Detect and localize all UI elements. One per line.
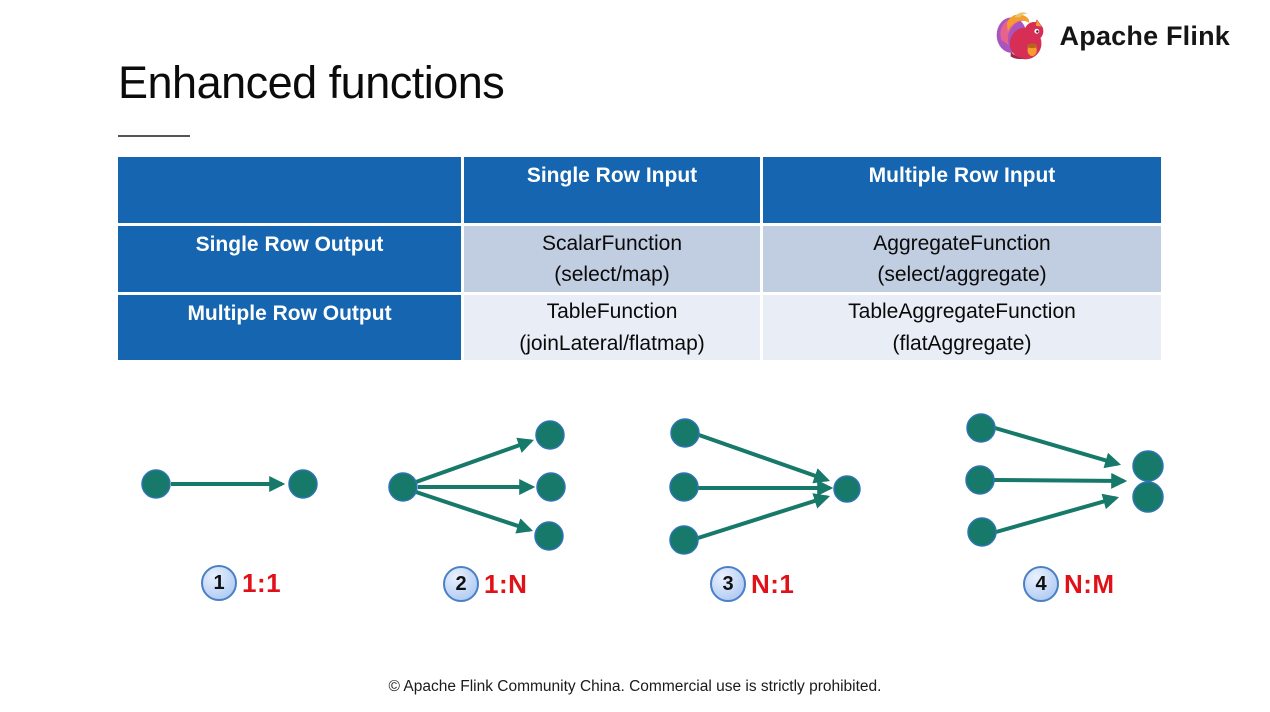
- function-cardinality-table: Single Row Input Multiple Row Input Sing…: [118, 157, 1161, 360]
- logo-text: Apache Flink: [1059, 20, 1230, 51]
- label-many-to-many: 4 N:M: [1023, 566, 1115, 602]
- label-many-to-one: 3 N:1: [710, 566, 794, 602]
- page-title: Enhanced functions: [118, 57, 505, 108]
- table-header-multiple-row-input: Multiple Row Input: [763, 157, 1161, 223]
- copyright-footer: © Apache Flink Community China. Commerci…: [388, 678, 882, 695]
- row-header-single-row-output: Single Row Output: [118, 226, 461, 292]
- flink-squirrel-icon: [996, 12, 1043, 60]
- function-name: TableFunction: [546, 300, 678, 323]
- badge-3: 3: [710, 566, 746, 602]
- one-to-one-mapping-icon: [141, 469, 318, 499]
- function-name: ScalarFunction: [541, 231, 683, 255]
- diagram-many-to-many: [955, 400, 1175, 565]
- ratio-label: 1:1: [242, 567, 282, 598]
- function-detail: (select/aggregate): [877, 263, 1047, 286]
- cell-table-function: TableFunction (joinLateral/flatmap): [464, 295, 760, 360]
- function-detail: (select/map): [554, 263, 670, 286]
- diagram-many-to-one: [660, 405, 870, 565]
- diagram-one-to-many: [385, 405, 585, 565]
- function-detail: (joinLateral/flatmap): [519, 331, 705, 355]
- title-underline: [118, 135, 190, 137]
- badge-1: 1: [201, 565, 237, 601]
- function-detail: (flatAggregate): [892, 331, 1032, 355]
- many-to-one-mapping-icon: [669, 418, 861, 555]
- function-name: TableAggregateFunction: [848, 300, 1076, 323]
- cell-aggregate-function: AggregateFunction (select/aggregate): [763, 226, 1161, 292]
- cell-scalar-function: ScalarFunction (select/map): [464, 226, 760, 292]
- flink-logo: Apache Flink: [992, 8, 1230, 64]
- label-one-to-many: 2 1:N: [443, 566, 527, 602]
- badge-4: 4: [1023, 566, 1059, 602]
- row-header-multiple-row-output: Multiple Row Output: [118, 295, 461, 360]
- ratio-label: N:M: [1064, 568, 1115, 599]
- ratio-label: 1:N: [484, 568, 528, 599]
- diagram-one-to-one: [130, 410, 330, 565]
- label-one-to-one: 1 1:1: [201, 565, 281, 601]
- ratio-label: N:1: [751, 568, 795, 599]
- table-corner-cell: [118, 157, 461, 223]
- cell-table-aggregate-function: TableAggregateFunction (flatAggregate): [763, 295, 1161, 360]
- table-header-single-row-input: Single Row Input: [464, 157, 760, 223]
- function-name: AggregateFunction: [873, 231, 1051, 255]
- many-to-many-mapping-icon: [965, 413, 1164, 547]
- badge-2: 2: [443, 566, 479, 602]
- one-to-many-mapping-icon: [388, 420, 566, 551]
